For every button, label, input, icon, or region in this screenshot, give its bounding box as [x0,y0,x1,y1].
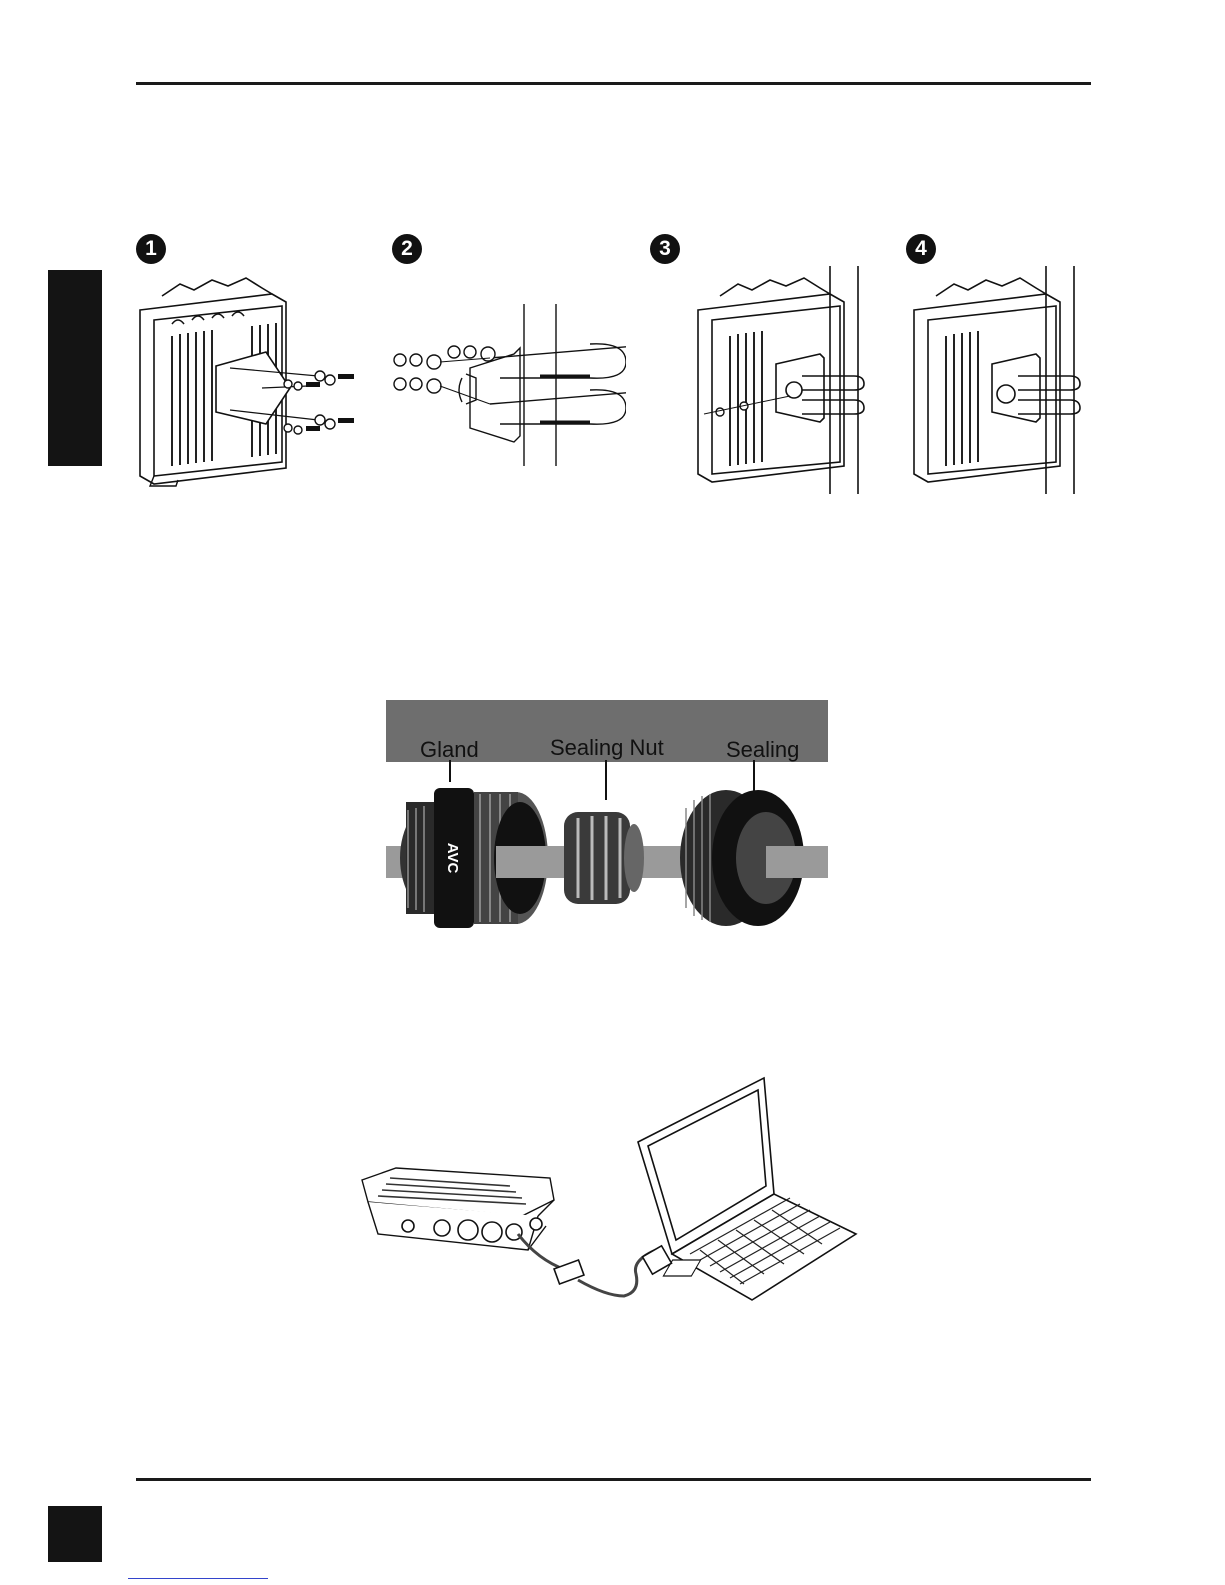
step-3-illustration [690,266,870,496]
gland-imprint: AVC [444,843,461,874]
sealing-nut-label: Sealing Nut [550,735,664,761]
laptop-connection-illustration [360,1074,860,1314]
sealing-label: Sealing [726,737,799,763]
step-1-marker: 1 [136,234,166,264]
link-underline [128,1578,268,1579]
cable-gland-illustration: AVC [386,698,828,930]
step-2-illustration [390,296,626,470]
header-rule [136,82,1091,85]
step-1-illustration [132,276,368,490]
side-tab-icon [48,270,102,466]
step-2-marker: 2 [392,234,422,264]
page-number-box-icon [48,1506,102,1562]
step-4-illustration [906,266,1086,496]
step-4-marker: 4 [906,234,936,264]
step-3-marker: 3 [650,234,680,264]
gland-label: Gland [420,737,479,763]
footer-rule [136,1478,1091,1481]
